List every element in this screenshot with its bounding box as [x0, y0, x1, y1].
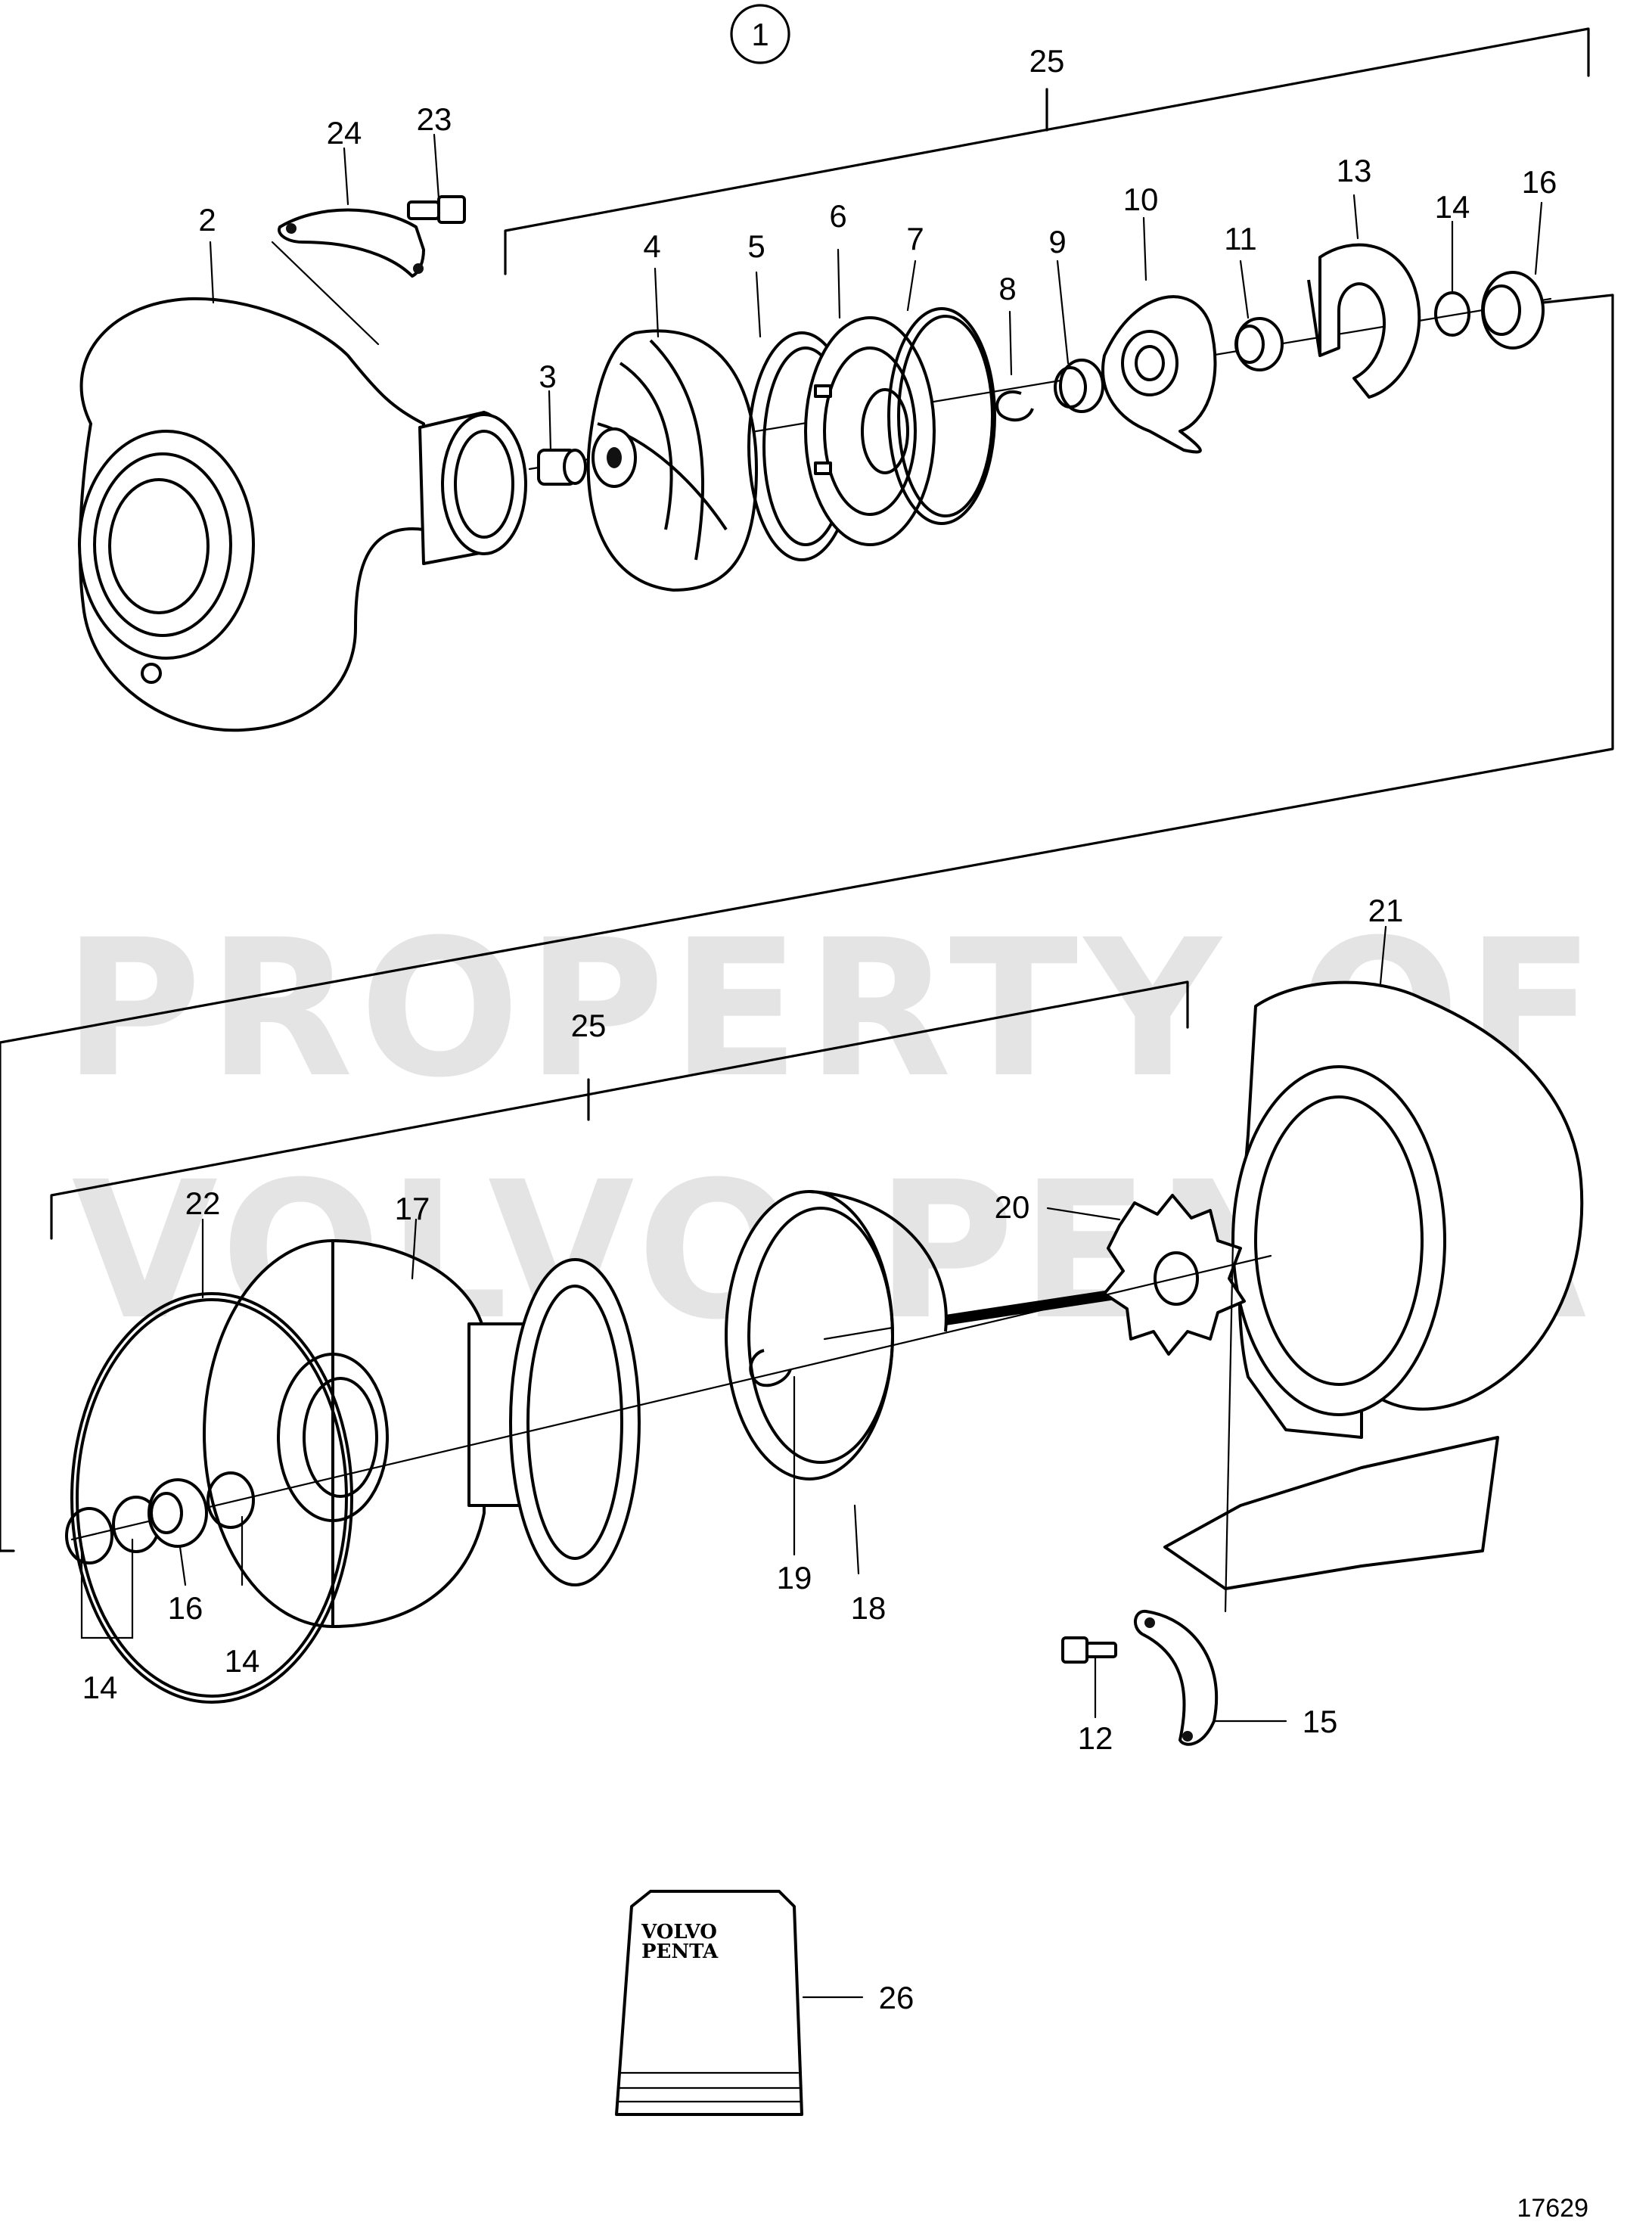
compressor-wheel [586, 329, 758, 592]
bearing-16-upper [1481, 271, 1545, 350]
circlip-8 [995, 390, 1034, 422]
callouts: 25 24 23 2 3 4 5 6 7 8 9 10 11 13 14 16 … [82, 43, 1557, 2015]
piston-ring-19 [749, 1326, 894, 1387]
outer-bracket [0, 294, 1614, 1552]
heat-shield-18 [725, 1190, 948, 1481]
o-ring-7 [887, 307, 996, 525]
clamp-plate-24 [271, 208, 425, 346]
leader-lines [80, 133, 1543, 1999]
turbine-housing [1163, 980, 1584, 1590]
callout-24: 24 [327, 115, 362, 151]
upper-assembly-bracket [504, 27, 1590, 275]
callout-7: 7 [906, 221, 924, 256]
callout-18: 18 [851, 1590, 887, 1626]
callout-25-upper: 25 [1029, 43, 1065, 79]
lower-shaft-axis [70, 1254, 1272, 1541]
shaft-nut [537, 449, 587, 486]
callout-17: 17 [395, 1191, 430, 1226]
callout-15: 15 [1303, 1704, 1338, 1739]
oil-deflector-13 [1307, 243, 1421, 399]
group-marker-label: 1 [751, 17, 769, 52]
callout-16-upper: 16 [1522, 164, 1557, 200]
bearing-housing-17 [203, 1239, 641, 1628]
clamp-plate-15 [1134, 1609, 1219, 1746]
callout-22: 22 [185, 1185, 221, 1221]
callout-10: 10 [1123, 182, 1159, 217]
callout-3: 3 [539, 359, 556, 394]
drawing-number: 17629 [1517, 2194, 1588, 2223]
callout-2: 2 [198, 202, 216, 238]
callout-19: 19 [777, 1560, 812, 1595]
o-ring-22 [70, 1292, 353, 1704]
screw-12 [1061, 1636, 1117, 1664]
bushing-11 [1234, 317, 1284, 371]
callout-13: 13 [1337, 153, 1372, 188]
callout-21: 21 [1368, 893, 1404, 928]
callout-14-right: 14 [225, 1643, 260, 1679]
callout-20: 20 [995, 1189, 1030, 1225]
callout-6: 6 [829, 198, 846, 234]
group-marker: 1 [730, 4, 790, 64]
circlips-bearing-lower [65, 1471, 255, 1564]
kit-brand-line2: PENTA [641, 1940, 719, 1963]
gasket-kit-26: VOLVO PENTA [615, 1890, 803, 2116]
thrust-plate-10 [1101, 295, 1217, 454]
callout-25-lower: 25 [571, 1008, 607, 1043]
callout-9: 9 [1048, 224, 1066, 259]
kit-brand-line1: VOLVO [641, 1921, 717, 1943]
callout-11: 11 [1224, 221, 1257, 256]
callout-4: 4 [643, 228, 660, 264]
clamp-guide-line [1224, 1239, 1234, 1613]
lower-assembly-bracket [50, 980, 1189, 1240]
callout-26: 26 [879, 1980, 914, 2015]
compressor-housing [78, 297, 527, 732]
callout-14-left: 14 [82, 1670, 118, 1705]
callout-16-lower: 16 [168, 1590, 203, 1626]
callout-14-upper: 14 [1435, 189, 1470, 225]
callout-12: 12 [1078, 1720, 1113, 1756]
callout-8: 8 [998, 271, 1016, 306]
callout-23: 23 [417, 101, 452, 137]
screw-23 [407, 195, 466, 224]
bushing-9 [1054, 359, 1104, 413]
callout-5: 5 [747, 228, 765, 264]
circlip-14-upper [1434, 291, 1470, 337]
